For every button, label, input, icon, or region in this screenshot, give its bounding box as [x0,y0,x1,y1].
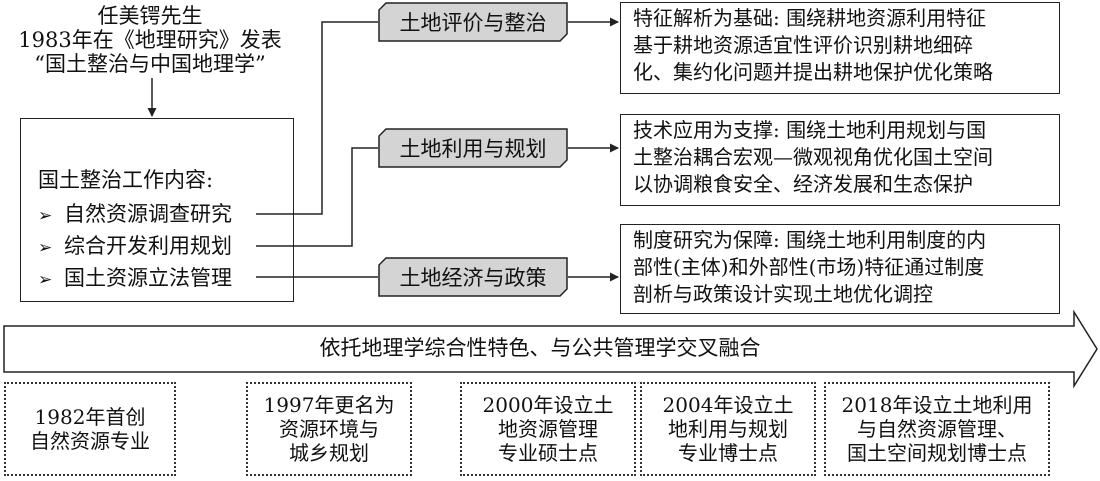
tag-land-evaluation: 土地评价与整治 [378,2,568,42]
tag-label: 土地利用与规划 [399,137,547,161]
description-line: 基于耕地资源适宜性评价识别耕地细碎 [633,33,973,57]
bullet-label: 国土资源立法管理 [64,266,232,290]
work-content-box [20,118,294,302]
milestone-line: 2004年设立土 [662,393,794,417]
tag-shape [378,257,568,297]
bullet-arrow-icon: ➢ [38,270,53,290]
bullet-item: ➢ 国土资源立法管理 [38,262,232,292]
bullet-label: 综合开发利用规划 [64,234,232,258]
milestone-line: 专业博士点 [678,441,778,465]
tag-label: 土地评价与整治 [399,11,547,35]
milestone-line: 专业硕士点 [498,441,598,465]
banner-label: 依托地理学综合性特色、与公共管理学交叉融合 [319,336,761,360]
tag-land-economics-policy: 土地经济与政策 [378,257,568,297]
description-box-3: 制度研究为保障: 围绕土地利用制度的内 部性(主体)和外部性(市场)特征通过制度… [620,224,1060,314]
milestone-1982: 1982年首创 自然资源专业 [4,382,176,476]
connector-2 [256,147,378,247]
milestone-1997: 1997年更名为 资源环境与 城乡规划 [246,382,412,476]
source-line: 1983年在《地理研究》发表 [18,28,282,52]
description-line: 化、集约化问题并提出耕地保护优化策略 [633,60,993,84]
milestone-2000: 2000年设立土 地资源管理 专业硕士点 [460,382,636,476]
description-box-1: 特征解析为基础: 围绕耕地资源利用特征 基于耕地资源适宜性评价识别耕地细碎 化、… [620,2,1060,94]
banner-arrow [3,309,1098,389]
description-line: 技术应用为支撑: 围绕土地利用规划与国 [633,118,987,142]
milestone-line: 自然资源专业 [30,429,150,453]
milestone-line: 国土空间规划博士点 [847,441,1027,465]
milestone-line: 地利用与规划 [668,417,788,441]
description-line: 土整治耦合宏观—微观视角优化国土空间 [633,145,993,169]
bullet-arrow-icon: ➢ [38,238,53,258]
milestone-line: 资源环境与 [279,417,379,441]
connector-1 [256,21,378,215]
milestone-line: 2000年设立土 [482,393,614,417]
work-content-title: 国土整治工作内容: [38,168,214,192]
milestone-line: 地资源管理 [498,417,598,441]
bullet-arrow-icon: ➢ [38,206,53,226]
description-line: 制度研究为保障: 围绕土地利用制度的内 [633,228,987,252]
description-line: 以协调粮食安全、经济发展和生态保护 [633,172,973,196]
milestone-line: 1997年更名为 [263,393,395,417]
bullet-item: ➢ 自然资源调查研究 [38,198,232,228]
bullet-label: 自然资源调查研究 [64,202,232,226]
tag-shape [378,128,568,168]
description-line: 特征解析为基础: 围绕耕地资源利用特征 [633,6,987,30]
milestone-line: 城乡规划 [289,441,369,465]
source-note: 任美锷先生 1983年在《地理研究》发表 “国土整治与中国地理学” [0,4,300,76]
tag-label: 土地经济与政策 [399,266,547,290]
tag-shape [378,2,568,42]
description-box-2: 技术应用为支撑: 围绕土地利用规划与国 土整治耦合宏观—微观视角优化国土空间 以… [620,114,1060,206]
milestone-2004: 2004年设立土 地利用与规划 专业博士点 [640,382,816,476]
bullet-item: ➢ 综合开发利用规划 [38,230,232,260]
milestone-line: 与自然资源管理、 [857,417,1017,441]
source-line: “国土整治与中国地理学” [34,52,266,76]
description-line: 剖析与政策设计实现土地优化调控 [633,282,933,306]
description-line: 部性(主体)和外部性(市场)特征通过制度 [633,255,985,279]
milestone-2018: 2018年设立土地利用 与自然资源管理、 国土空间规划博士点 [824,382,1050,476]
milestone-line: 2018年设立土地利用 [841,393,1033,417]
milestone-line: 1982年首创 [34,405,146,429]
source-line: 任美锷先生 [97,4,203,28]
tag-land-use-planning: 土地利用与规划 [378,128,568,168]
